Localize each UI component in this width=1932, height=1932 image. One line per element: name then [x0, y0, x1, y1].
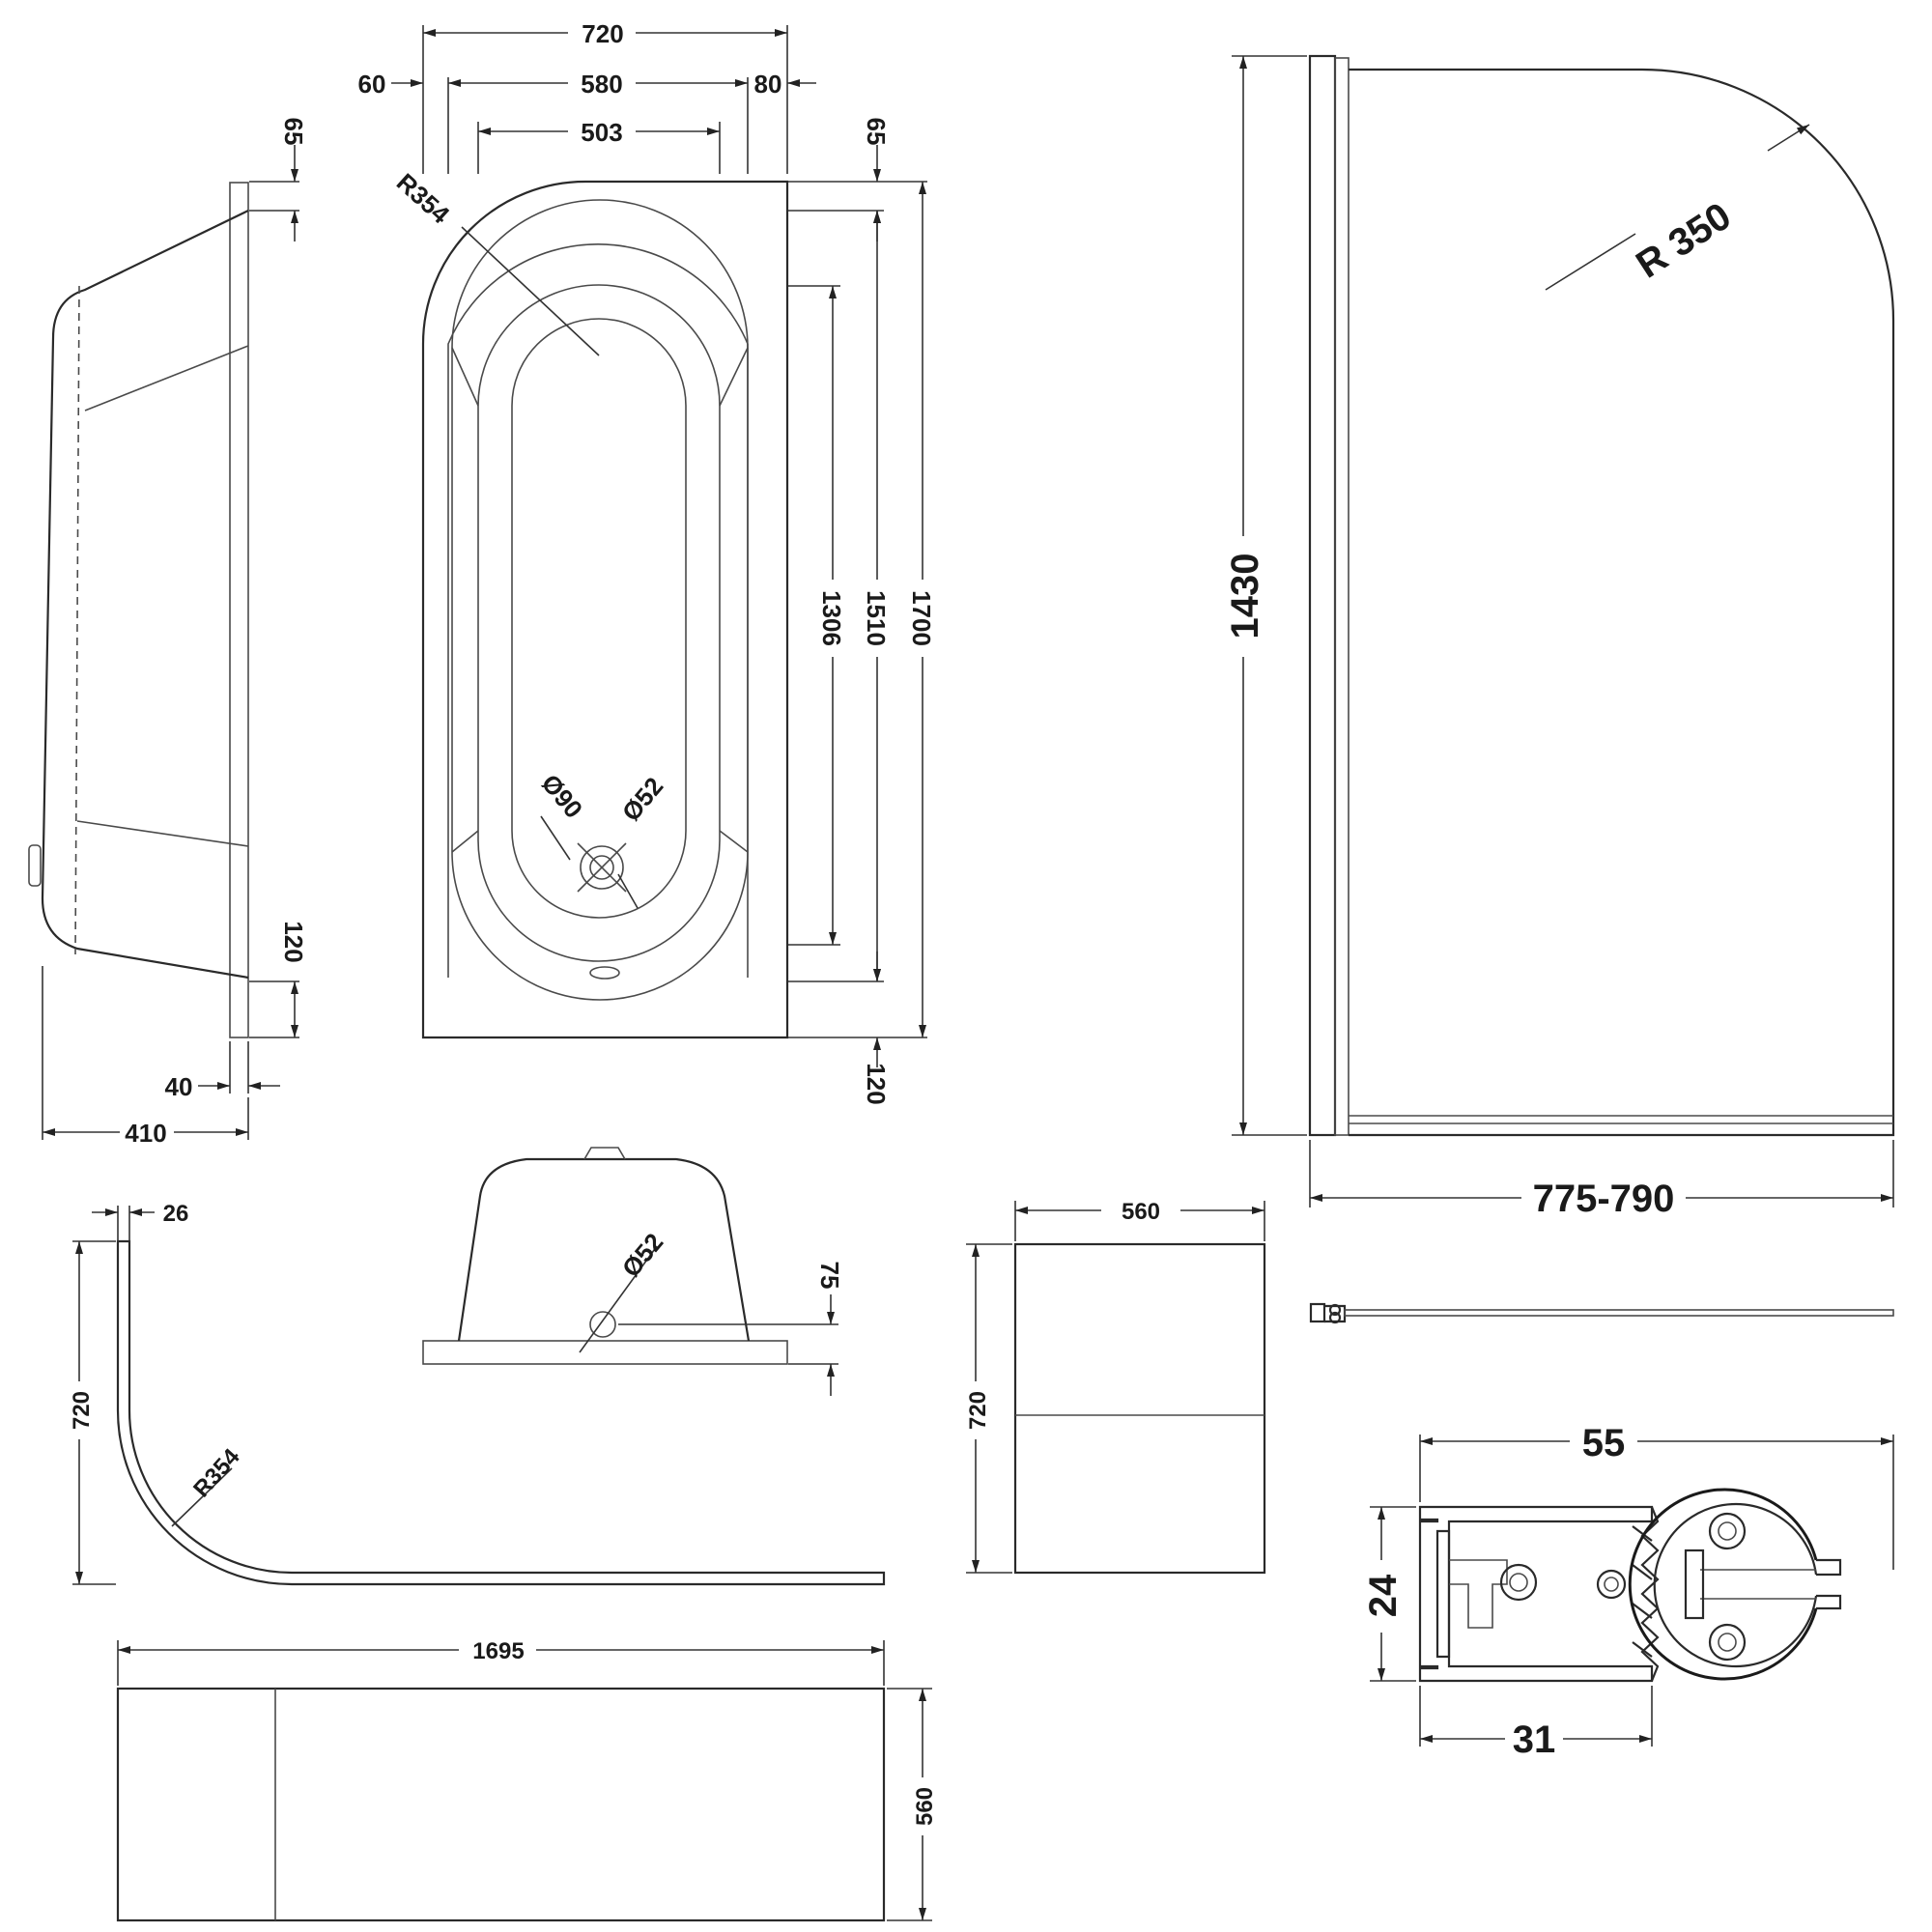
- profile-channel-screw: [1499, 1563, 1538, 1602]
- hinge-profile-detail: 55 24 31: [1362, 1422, 1894, 1761]
- plan-top-rim-label: 65: [862, 118, 891, 146]
- side-panel-line-bottom: [76, 820, 249, 847]
- side-rim-wall: [229, 182, 249, 1038]
- bath-screen-elevation: R 350 1430 775-790: [1224, 54, 1895, 1220]
- screen-width-label: 775-790: [1533, 1178, 1675, 1220]
- plan-length-base-label: 1306: [817, 590, 846, 646]
- screen-plan-wall-profile: [1309, 1302, 1326, 1323]
- profile-round-hinge: [1628, 1488, 1818, 1681]
- side-overflow-fitting: [28, 844, 42, 887]
- screen-glass-outline: [1349, 68, 1895, 1137]
- end-panel-outline: [1013, 1242, 1266, 1575]
- bath-side-elevation: 65 120 40 410: [28, 118, 308, 1148]
- profile-wall-channel: [1418, 1505, 1654, 1683]
- profile-hinge-screw-bottom: [1708, 1623, 1747, 1662]
- front-panel-section: 26 720 R354: [69, 1201, 886, 1586]
- bath-plan-view: R354 Ø90 Ø52 720 580 60 80 503: [358, 19, 936, 1105]
- screen-wall-profile: [1308, 54, 1337, 1137]
- screen-plan-glass: [1344, 1309, 1894, 1317]
- profile-width-label: 55: [1582, 1422, 1626, 1464]
- front-panel-height-label-2: 560: [912, 1787, 938, 1826]
- plan-outer-outline: [421, 180, 789, 1039]
- plan-waste-outer-label: Ø90: [536, 769, 589, 824]
- end-rim: [422, 1340, 788, 1365]
- plan-bottom-rim-label: 120: [862, 1063, 891, 1104]
- front-panel-length-label: 1695: [472, 1638, 524, 1664]
- screen-radius-label: R 350: [1629, 195, 1738, 287]
- side-bath-outline: [41, 210, 249, 980]
- end-waste-height-label: 75: [815, 1262, 844, 1290]
- profile-hinge-core: [1684, 1548, 1705, 1620]
- front-panel-thickness-label: 26: [163, 1201, 189, 1227]
- profile-height-label: 24: [1362, 1574, 1405, 1617]
- plan-width-overall-label: 720: [582, 19, 623, 48]
- side-bottom-rim-label: 120: [279, 921, 308, 962]
- screen-plan-view: [1309, 1302, 1894, 1324]
- plan-bowl-base: [477, 284, 721, 962]
- profile-hinge-screw-top: [1708, 1512, 1747, 1550]
- front-panel-profile: [116, 1239, 886, 1586]
- side-top-rim-label: 65: [279, 118, 308, 146]
- plan-base-flat: [511, 318, 687, 919]
- side-hidden-line: [74, 285, 80, 955]
- bath-end-elevation: Ø52 75: [422, 1147, 844, 1396]
- plan-waste-outer: [580, 845, 624, 890]
- end-waste: [589, 1311, 616, 1338]
- plan-length-overall-label: 1700: [907, 590, 936, 646]
- screen-height-label: 1430: [1224, 554, 1266, 639]
- front-panel-outline: [116, 1687, 886, 1922]
- screen-hinge-profile: [1334, 57, 1350, 1136]
- plan-radius-leader: [461, 226, 600, 356]
- end-overflow-cap: [583, 1147, 626, 1160]
- plan-waste-inner-label: Ø52: [616, 772, 669, 827]
- profile-inner-width-label: 31: [1513, 1719, 1556, 1761]
- end-panel-height-label: 720: [965, 1391, 991, 1430]
- plan-inner-bowl: [451, 199, 749, 1001]
- front-panel-height-label: 720: [69, 1391, 95, 1430]
- plan-radius-label: R354: [391, 167, 456, 229]
- end-bowl-outline: [457, 1157, 751, 1342]
- side-depth-label: 410: [125, 1119, 166, 1148]
- plan-width-base-label: 503: [581, 118, 622, 147]
- plan-left-rim-label: 60: [358, 70, 386, 99]
- plan-waste-inner: [589, 855, 614, 880]
- end-panel: 560 720: [965, 1199, 1266, 1575]
- side-panel-line-top: [84, 345, 249, 412]
- plan-width-inner-label: 580: [581, 70, 622, 99]
- side-rim-thickness-label: 40: [165, 1072, 193, 1101]
- end-panel-width-label: 560: [1122, 1199, 1160, 1225]
- plan-overflow: [589, 966, 620, 980]
- end-waste-label: Ø52: [616, 1228, 669, 1283]
- plan-right-rim-label: 80: [754, 70, 782, 99]
- front-panel-radius-label: R354: [188, 1443, 245, 1502]
- front-panel-elevation: 1695 560: [116, 1638, 938, 1922]
- plan-rim-line: [447, 243, 749, 978]
- plan-length-inner-label: 1510: [862, 590, 891, 646]
